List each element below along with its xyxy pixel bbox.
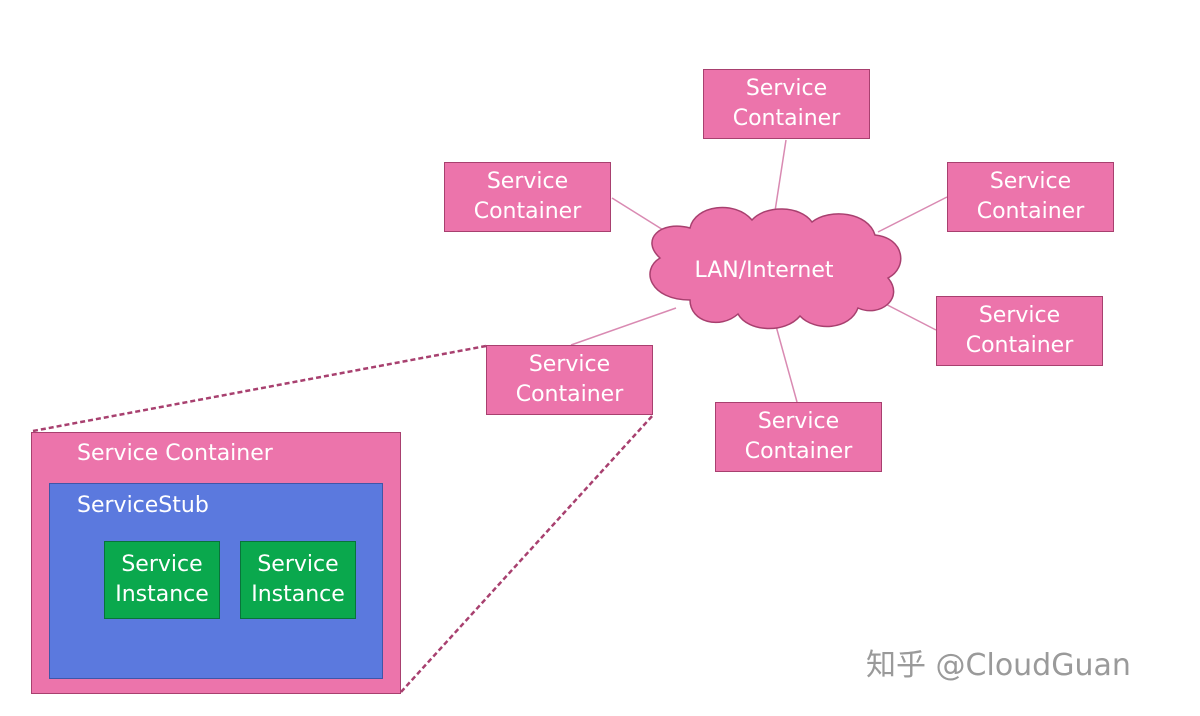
service-container-line2: Container: [473, 199, 582, 224]
service-container-line1: Service: [757, 409, 840, 434]
service-stub: ServiceStub Service Instance Service Ins…: [49, 483, 383, 679]
service-container-line2: Container: [976, 199, 1085, 224]
watermark-text: 知乎 @CloudGuan: [866, 648, 1131, 683]
service-instance-2: Service Instance: [240, 541, 356, 619]
service-container-bottom: Service Container: [715, 402, 882, 472]
service-container-line1: Service: [989, 169, 1072, 194]
service-container-line1: Service: [978, 303, 1061, 328]
connector-lower-left: [570, 307, 677, 346]
service-container-lower-right: Service Container: [936, 296, 1103, 366]
service-container-line1: Service: [745, 76, 828, 101]
service-instance-line1: Service: [121, 552, 203, 577]
service-stub-title: ServiceStub: [77, 493, 209, 518]
service-container-upper-left: Service Container: [444, 162, 611, 232]
zoom-line-bottom: [400, 413, 655, 693]
connector-bottom: [775, 325, 798, 403]
service-container-line2: Container: [965, 333, 1074, 358]
zoom-line-top: [32, 344, 487, 433]
service-instance-1: Service Instance: [104, 541, 220, 619]
service-container-detail: Service Container ServiceStub Service In…: [31, 432, 401, 694]
service-container-upper-right: Service Container: [947, 162, 1114, 232]
service-container-top: Service Container: [703, 69, 870, 139]
service-container-line2: Container: [744, 439, 853, 464]
service-instance-line2: Instance: [251, 582, 345, 607]
service-container-lower-left: Service Container: [486, 345, 653, 415]
service-container-line1: Service: [486, 169, 569, 194]
cloud-label: LAN/Internet: [694, 258, 834, 283]
service-container-detail-title: Service Container: [77, 441, 273, 466]
cloud-shape: [649, 206, 902, 330]
service-container-line1: Service: [528, 352, 611, 377]
connector-upper-right: [877, 196, 948, 233]
service-instance-line1: Service: [257, 552, 339, 577]
service-instance-line2: Instance: [115, 582, 209, 607]
service-container-line2: Container: [515, 382, 624, 407]
service-container-line2: Container: [732, 106, 841, 131]
